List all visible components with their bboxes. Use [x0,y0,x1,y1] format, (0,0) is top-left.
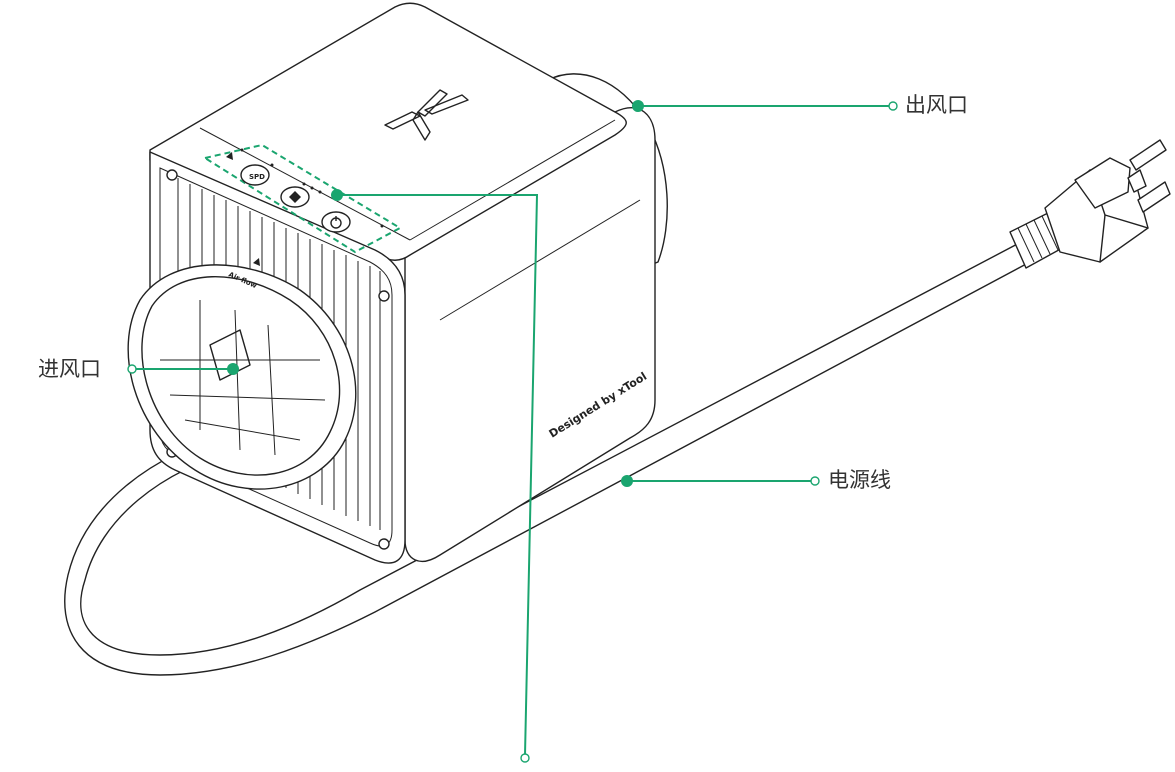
power-icon [321,211,351,233]
air-inlet-label: 进风口 [38,357,101,381]
power-plug [1009,139,1171,269]
svg-text:SPD: SPD [249,173,265,181]
control-panel: SPD [202,143,403,254]
callout-control-panel [331,189,539,763]
airflow-indicator-icon [226,152,233,160]
callout-outlet [632,100,898,112]
callout-cord [621,475,820,487]
callout-inlet [127,363,239,375]
fan-speed-icon: SPD [240,164,270,186]
brand-x-logo [384,89,469,141]
power-cord-label: 电源线 [828,468,891,492]
air-outlet-label: 出风口 [905,93,968,117]
air-inlet-duct: Air flow [127,258,357,490]
fan-icon [280,186,310,208]
arrow-up-icon [253,258,260,266]
power-cord [64,239,1031,676]
